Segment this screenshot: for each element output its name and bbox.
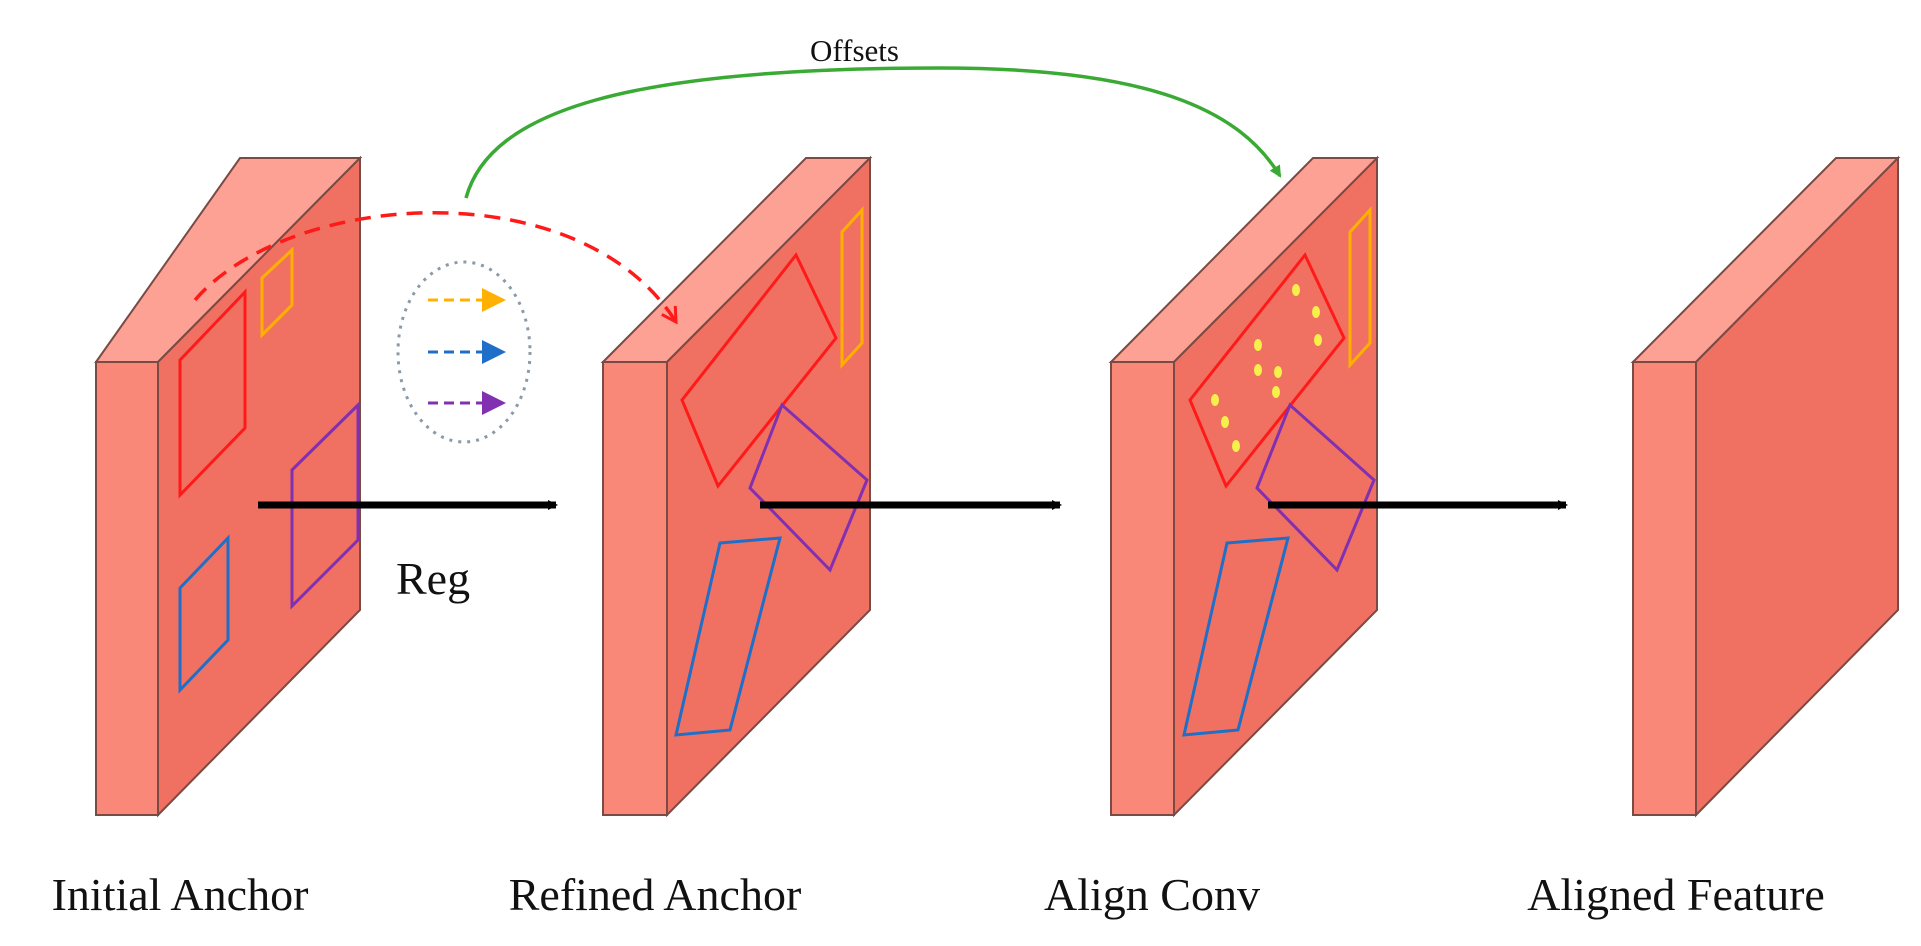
block-front-face (666, 155, 871, 818)
purple-anchor-box (1255, 402, 1376, 573)
block-side-face (1110, 361, 1175, 816)
sample-point (1274, 366, 1282, 378)
block-side-face (1632, 361, 1697, 816)
purple-arrow-icon (428, 391, 506, 415)
blue-anchor-box (674, 536, 782, 737)
orange-anchor-box (1348, 206, 1372, 369)
orange-anchor-box (840, 206, 864, 369)
stage-label-initial: Initial Anchor (52, 869, 309, 920)
sample-point (1312, 306, 1320, 318)
stage-label-refined: Refined Anchor (509, 869, 802, 920)
purple-anchor-box (290, 401, 360, 610)
offsets-label: Offsets (810, 33, 899, 68)
initial-anchor-block (94, 155, 363, 818)
block-front-face (1173, 155, 1378, 818)
block-front-face (157, 155, 361, 818)
orange-arrow-icon (428, 288, 506, 312)
orange-anchor-box (260, 246, 294, 339)
align-conv-block (1108, 155, 1380, 818)
sample-point (1254, 364, 1262, 376)
reg-label: Reg (396, 553, 470, 604)
stage-label-align: Align Conv (1044, 869, 1260, 920)
transform-legend (396, 260, 532, 444)
regression-arrow (193, 211, 678, 325)
sample-point (1221, 416, 1229, 428)
sample-point (1314, 334, 1322, 346)
red-anchor-box (178, 288, 247, 499)
offsets-arrow (464, 66, 1282, 199)
red-anchor-box (680, 252, 838, 489)
blue-anchor-box (178, 534, 230, 694)
dotted-ellipse (396, 260, 532, 444)
block-front-face (1695, 155, 1899, 818)
sample-point (1254, 339, 1262, 351)
aligned-feature-block (1630, 155, 1901, 818)
refined-anchor-block (600, 155, 873, 818)
blue-arrow-icon (428, 340, 506, 364)
block-side-face (95, 361, 159, 816)
sample-point (1292, 284, 1300, 296)
purple-anchor-box (748, 402, 869, 573)
sample-point (1232, 440, 1240, 452)
blue-anchor-box (1182, 536, 1290, 737)
red-anchor-box (1188, 252, 1346, 489)
block-side-face (602, 361, 668, 816)
sample-point (1211, 394, 1219, 406)
sampling-points (1211, 284, 1322, 452)
stage-label-aligned: Aligned Feature (1527, 869, 1825, 920)
sample-point (1272, 386, 1280, 398)
